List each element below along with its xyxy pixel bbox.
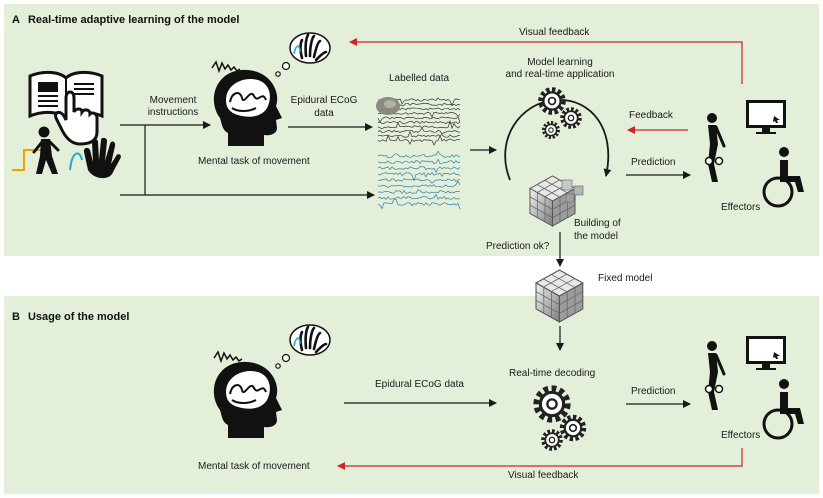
ecog-trace	[377, 127, 461, 135]
brain-photo-icon	[376, 97, 400, 115]
building-label-2: the model	[574, 231, 618, 242]
ecog-trace	[377, 130, 461, 138]
ecog-trace	[377, 120, 461, 125]
ecog-trace	[377, 172, 461, 182]
prediction-label-a: Prediction	[631, 157, 676, 168]
visual-feedback-label-a: Visual feedback	[519, 27, 590, 38]
panel-b-title: B Usage of the model	[12, 311, 129, 323]
model-learning-label-1: Model learning	[527, 57, 593, 68]
labelled-data-label: Labelled data	[389, 73, 450, 84]
epidural-ecog-label-b: Epidural ECoG data	[375, 379, 464, 390]
panel-a-title: A Real-time adaptive learning of the mode…	[12, 14, 239, 26]
panel-a-title-text: Real-time adaptive learning of the model	[27, 14, 240, 26]
ecog-trace	[378, 189, 461, 194]
hand-icon	[83, 137, 121, 179]
epidural-ecog-label-1: Epidural ECoG	[290, 95, 358, 106]
ecog-trace	[377, 134, 461, 146]
movement-instructions-label-1: Movement	[149, 95, 197, 106]
ecog-trace	[377, 116, 461, 123]
mental-task-label-a: Mental task of movement	[198, 156, 310, 167]
epidural-ecog-label-2: data	[314, 108, 334, 119]
movement-instructions-label-2: instructions	[147, 107, 199, 118]
ecog-trace	[377, 180, 461, 188]
panel-b	[4, 296, 819, 494]
ecog-trace	[377, 158, 461, 165]
building-label-1: Building of	[574, 218, 621, 229]
ecog-trace	[377, 119, 461, 130]
walking-person-icon	[32, 126, 60, 174]
ecog-trace	[377, 193, 461, 200]
panel-a-letter: A	[12, 14, 20, 26]
ecog-trace	[377, 178, 461, 184]
ecog-trace	[377, 150, 461, 158]
prediction-label-b: Prediction	[631, 386, 676, 397]
unlabelled-signals	[377, 150, 461, 210]
visual-feedback-label-b: Visual feedback	[508, 470, 579, 481]
panel-b-letter: B	[12, 311, 20, 323]
effectors-label-a: Effectors	[721, 202, 761, 213]
realtime-decoding-label: Real-time decoding	[509, 368, 596, 379]
pointing-hand-icon	[54, 90, 99, 146]
panel-b-title-text: Usage of the model	[27, 311, 130, 323]
ecog-trace	[377, 166, 461, 174]
ecog-trace	[377, 198, 461, 210]
model-learning-label-2: and real-time application	[505, 69, 615, 80]
feedback-label: Feedback	[629, 110, 673, 121]
effectors-label-b: Effectors	[721, 430, 761, 441]
fixed-model-label: Fixed model	[598, 273, 653, 284]
prediction-ok-label: Prediction ok?	[486, 241, 550, 252]
mental-task-label-b: Mental task of movement	[198, 461, 310, 472]
